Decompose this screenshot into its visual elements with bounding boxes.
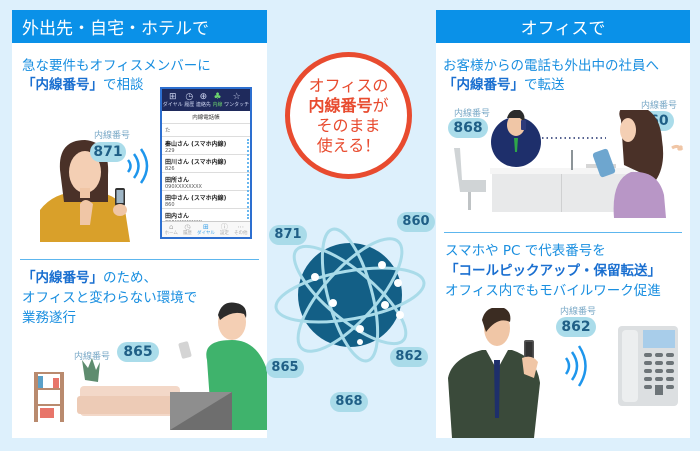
ext-pill-871: 871 [90,142,126,162]
info-icon: ⓘ [220,223,228,231]
lead-line: オフィス内でもモバイルワーク促進 [445,283,661,299]
clock-icon: ◷ [185,92,194,102]
network-bubble-865: 865 [266,358,304,378]
businessman-desk-phone-illustration [448,308,678,438]
lead-line: 「内線番号」で相談 [22,77,144,93]
group-icon: ♣ [213,92,222,102]
lead-line: 業務遂行 [22,310,76,326]
history-icon: ◷ [184,223,191,231]
lead-line: 「内線番号」のため、 [22,270,157,286]
office-panel: オフィスで お客様からの電話も外出中の社員へ 「内線番号」で転送 内線番号 86… [436,10,690,438]
remote-work-panel: 外出先・自宅・ホテルで 急な要件もオフィスメンバーに 「内線番号」で相談 内線番… [12,10,267,438]
ext-pill-868: 868 [448,118,488,138]
office-lead-2: スマホや PC で代表番号を 「コールピックアップ・保留転送」 オフィス内でもモ… [445,241,661,301]
alphabet-index-scrollbar[interactable] [247,139,249,219]
network-bubble-860: 860 [397,212,435,232]
phone-tab-contacts[interactable]: ⊕連絡先 [195,92,211,108]
phone-tab-onetouch[interactable]: ☆ワンタッチ [224,92,250,108]
remote-work-header: 外出先・自宅・ホテルで [12,10,267,43]
lead-line: 「コールピックアップ・保留転送」 [445,263,661,279]
contacts-icon: ⊕ [199,92,208,102]
phone-bottom-home[interactable]: ⌂ホーム [164,223,178,236]
phone-bottom-more[interactable]: ⋯その他 [233,223,248,236]
office-transfer-illustration [454,110,684,218]
extension-usable-badge: オフィスの 内線番号が そのまま 使える！ [285,52,412,179]
ext-label: 内線番号 [560,307,597,317]
contact-row[interactable]: 秦山さん (スマホ内線)229 [162,137,250,155]
network-bubble-871: 871 [269,225,307,245]
badge-line: 使える！ [316,135,381,155]
lead-line: 急な要件もオフィスメンバーに [22,58,211,74]
globe-network-icon [274,227,426,363]
section-divider [444,232,682,233]
phone-bottom-history[interactable]: ◷履歴 [182,223,192,236]
phone-tab-extension[interactable]: ♣内線 [212,92,223,108]
badge-line: 内線番号が [308,95,389,115]
home-icon: ⌂ [168,223,174,231]
home-work-illustration [34,302,267,430]
dial-icon: ⊞ [202,223,209,231]
phone-app-mockup: ⊞ダイヤル ◷履歴 ⊕連絡先 ♣内線 ☆ワンタッチ 内線電話帳 た 秦山さん (… [160,87,252,239]
lead-line: スマホや PC で代表番号を [445,243,606,259]
ext-pill-865: 865 [117,342,159,362]
network-bubble-868: 868 [330,392,368,412]
ext-label: 内線番号 [641,101,678,111]
ext-label: 内線番号 [74,352,111,362]
phone-screen-title: 内線電話帳 [162,111,250,124]
phone-tab-dial[interactable]: ⊞ダイヤル [162,92,183,108]
badge-line: オフィスの [308,75,389,95]
lead-line: 「内線番号」で転送 [443,77,565,93]
office-lead-1: お客様からの電話も外出中の社員へ 「内線番号」で転送 [443,57,659,95]
signal-waves-icon [126,148,149,184]
woman-on-phone-illustration [40,140,130,242]
remote-lead-2: 「内線番号」のため、 オフィスと変わらない環境で 業務遂行 [22,268,197,328]
section-divider [20,259,259,260]
ext-pill-862: 862 [556,317,596,337]
phone-search-input[interactable]: た [162,124,250,137]
phone-bottom-dial[interactable]: ⊞ダイヤル [196,223,215,236]
lead-line: オフィスと変わらない環境で [22,290,198,306]
network-bubble-862: 862 [390,347,428,367]
badge-line: そのまま [316,115,381,135]
ext-label: 内線番号 [94,131,131,141]
contact-row[interactable]: 田川さん (スマホ内線)826 [162,155,250,173]
ext-label: 内線番号 [454,109,491,119]
grid-icon: ⊞ [168,92,177,102]
office-header: オフィスで [436,10,690,43]
star-icon: ☆ [232,92,241,102]
remote-lead-1: 急な要件もオフィスメンバーに 「内線番号」で相談 [22,57,211,95]
phone-top-tabs: ⊞ダイヤル ◷履歴 ⊕連絡先 ♣内線 ☆ワンタッチ [162,89,250,111]
lead-line: お客様からの電話も外出中の社員へ [443,58,659,74]
phone-tab-history[interactable]: ◷履歴 [184,92,195,108]
contact-row[interactable]: 田中さん (スマホ内線)860 [162,191,250,209]
more-icon: ⋯ [237,223,245,231]
